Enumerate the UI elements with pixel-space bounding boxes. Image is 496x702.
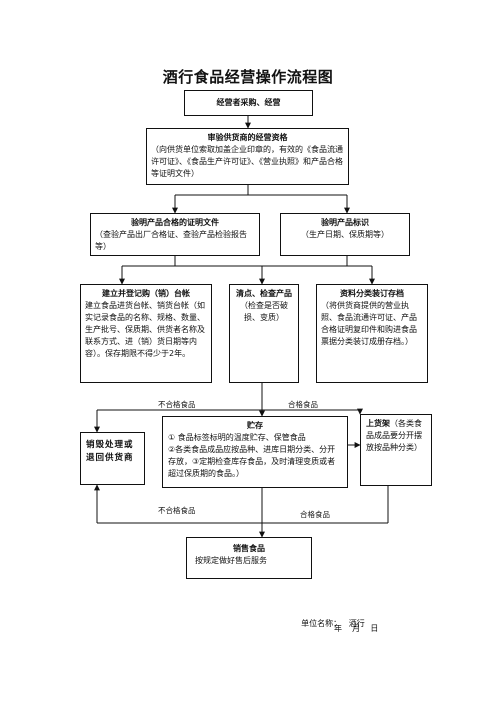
edge-label-unqualified-bottom: 不合格食品	[158, 506, 196, 515]
footer-unit-label: 单位名称：	[301, 619, 342, 628]
node-ledger-text: 建立食品进货台帐、销货台帐（如实记录食品的名称、规格、数量、生产批号、保质期、供…	[85, 301, 205, 358]
node-inspect-title: 清点、检查产品	[236, 289, 292, 298]
node-procure-title: 经营者采购、经营	[216, 98, 281, 107]
node-verify-supplier: 审验供货商的经营资格 （向供货单位索取加盖企业印章的，有效的《食品流通许可证》、…	[146, 128, 349, 185]
node-storage-line-2: ②各类食品成品应按品种、进库日期分类、分开存放，③定期检查库存食品，及时清理变质…	[168, 445, 336, 478]
node-sales-title: 销售食品	[233, 544, 265, 553]
edge-label-qualified-bottom: 合格食品	[300, 510, 330, 519]
node-ledger-title: 建立并登记购（销）台帐	[102, 289, 190, 298]
node-verify-cert-title: 验明产品合格的证明文件	[131, 218, 219, 227]
node-verify-label: 验明产品标识 （生产日期、保质期等）	[280, 213, 410, 256]
node-verify-label-title: 验明产品标识	[321, 218, 369, 227]
node-verify-supplier-text: （向供货单位索取加盖企业印章的，有效的《食品流通许可证》、《食品生产许可证》、《…	[151, 145, 343, 178]
node-ledger: 建立并登记购（销）台帐 建立食品进货台帐、销货台帐（如实记录食品的名称、规格、数…	[80, 284, 212, 383]
node-storage: 贮存 ① 食品标签标明的温度贮存、保管食品 ②各类食品成品应按品种、进库日期分类…	[162, 416, 348, 488]
node-shelf: 上货架（各类食品成品要分开摆放按品种分类）	[360, 414, 432, 486]
edge-label-qualified-top: 合格食品	[288, 400, 318, 409]
node-sales-text: 按规定做好售后服务	[195, 556, 267, 565]
footer-unit: 单位名称： 酒行	[296, 609, 365, 629]
node-inspect: 清点、检查产品 （检查是否破损、变质）	[229, 284, 299, 383]
node-inspect-text: （检查是否破损、变质）	[240, 301, 288, 322]
node-verify-supplier-title: 审验供货商的经营资格	[207, 133, 288, 142]
node-shelf-text: （各类食品成品要分开摆放按品种分类）	[366, 419, 422, 452]
node-storage-title: 贮存	[247, 421, 263, 430]
node-archive-title: 资料分类装订存档	[340, 289, 404, 298]
node-archive: 资料分类装订存档 （将供货商提供的营业执照、食品流通许可证、产品合格证明复印件和…	[316, 284, 428, 383]
diagram-title: 酒行食品经营操作流程图	[162, 68, 334, 86]
node-shelf-title: 上货架	[366, 419, 390, 428]
footer-unit-name: 酒行	[348, 619, 365, 628]
node-return-title: 销毁处理或退回供货商	[86, 440, 134, 463]
node-verify-cert-text: （查验产品出厂合格证、查验产品检验报告等）	[95, 230, 247, 251]
node-verify-label-text: （生产日期、保质期等）	[301, 230, 389, 239]
node-return: 销毁处理或退回供货商	[80, 432, 145, 485]
node-verify-cert: 验明产品合格的证明文件 （查验产品出厂合格证、查验产品检验报告等）	[90, 213, 260, 256]
node-storage-line-1: ① 食品标签标明的温度贮存、保管食品	[168, 433, 306, 442]
node-sales: 销售食品 按规定做好售后服务	[186, 537, 312, 579]
node-procure: 经营者采购、经营	[184, 90, 313, 116]
edge-label-unqualified-top: 不合格食品	[158, 400, 196, 409]
footer-date: 年 月 日	[334, 624, 379, 633]
node-archive-text: （将供货商提供的营业执照、食品流通许可证、产品合格证明复印件和购进食品票据分类装…	[321, 301, 417, 346]
